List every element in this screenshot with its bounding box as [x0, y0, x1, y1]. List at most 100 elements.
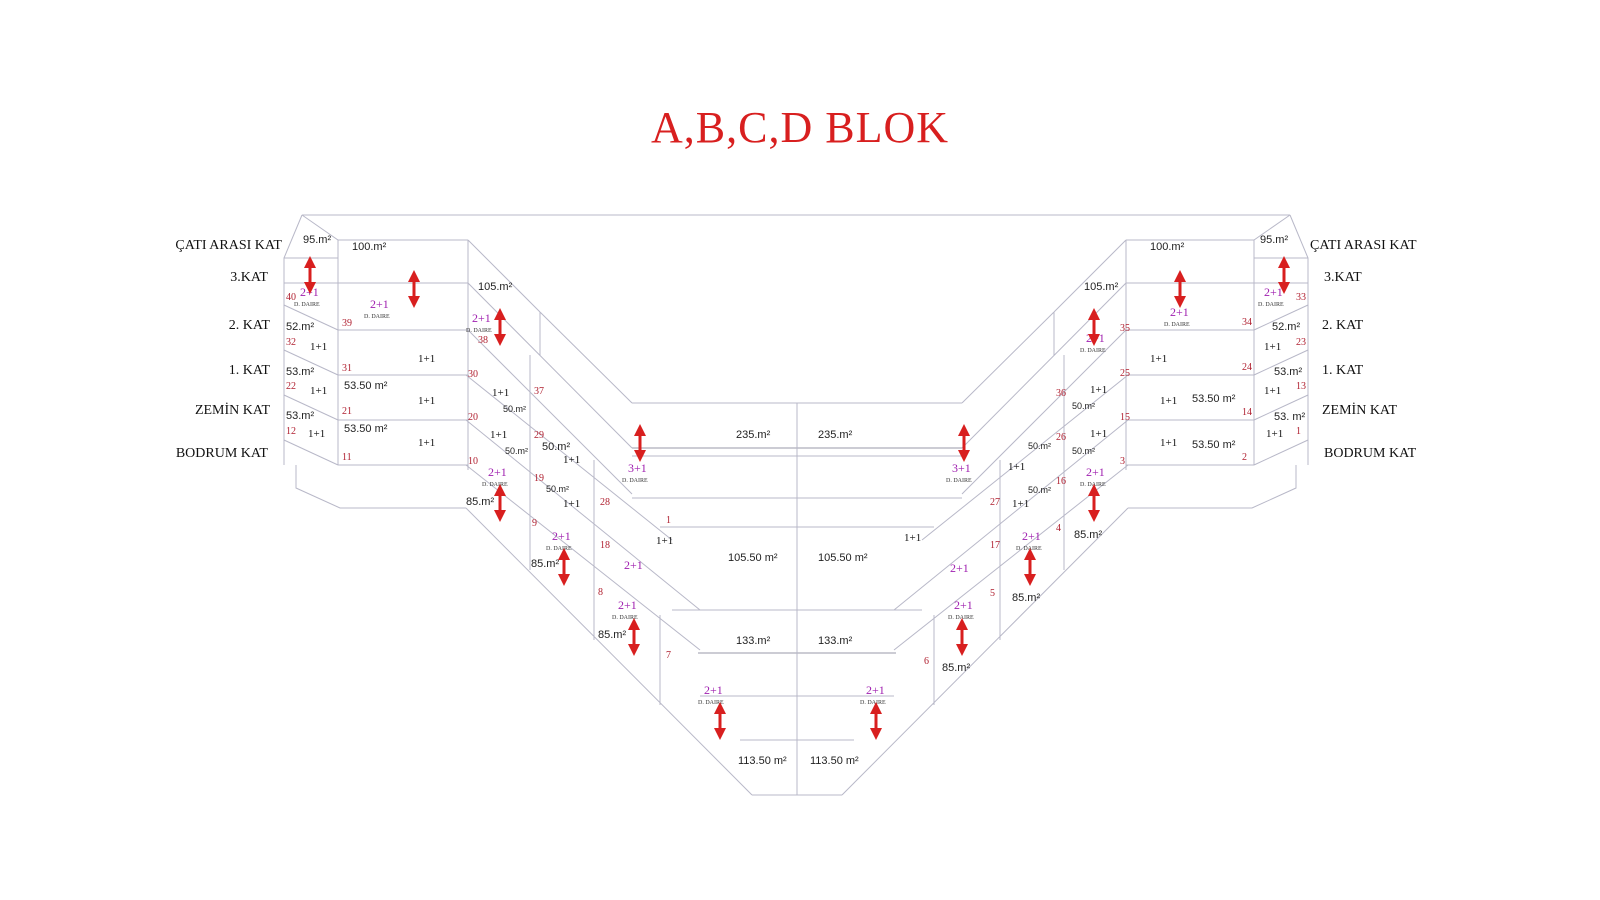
- duplex-unit: 2+1D. DAIRE: [1080, 465, 1106, 488]
- area-label: 133.m²: [818, 635, 853, 647]
- diagram-label: D. DAIRE: [698, 700, 724, 706]
- unit-type: 1+1: [308, 428, 325, 440]
- unit-number: 17: [990, 540, 1000, 551]
- duplex-unit: 2+1: [950, 561, 969, 575]
- diagram-label: 2+1: [950, 561, 969, 575]
- diagram-label: 2+1: [370, 297, 389, 311]
- unit-type: 1+1: [490, 429, 507, 441]
- unit-number: 19: [534, 473, 544, 484]
- unit-number: 16: [1056, 476, 1066, 487]
- unit-type: 1+1: [418, 437, 435, 449]
- unit-type: 1+1: [1160, 395, 1177, 407]
- diagram-label: D. DAIRE: [1016, 546, 1042, 552]
- unit-number: 27: [990, 497, 1000, 508]
- unit-type: 1+1: [1264, 385, 1281, 397]
- unit-number: 7: [666, 650, 671, 661]
- unit-type: 1+1: [1160, 437, 1177, 449]
- area-label: 50.m²: [1028, 485, 1051, 495]
- duplex-unit: 2+1 D. DAIRE: [860, 683, 886, 706]
- diagram-label: D. DAIRE: [946, 478, 972, 484]
- duplex-unit: 2+1 D. DAIRE: [1016, 529, 1042, 552]
- duplex-unit: 3+1D. DAIRE: [946, 461, 972, 484]
- floor-label: 3.KAT: [1324, 270, 1362, 285]
- unit-type: 1+1: [1012, 498, 1029, 510]
- area-label: 50.m²: [503, 404, 526, 414]
- duplex-unit: 2+1: [624, 558, 643, 572]
- building-outline: [283, 214, 1309, 796]
- unit-number: 29: [534, 430, 544, 441]
- area-label: 105.50 m²: [818, 552, 868, 564]
- duplex-unit: 2+1D. DAIRE: [364, 297, 390, 320]
- floor-label: BODRUM KAT: [176, 446, 269, 461]
- area-labels: 95.m² 100.m² 105.m² 52.m² 53.m² 53.50 m²…: [286, 234, 1306, 767]
- area-label: 50.m²: [1072, 446, 1095, 456]
- unit-number: 1: [666, 515, 671, 526]
- unit-type: 1+1: [1090, 384, 1107, 396]
- unit-number: 11: [342, 452, 352, 463]
- unit-number: 20: [468, 412, 478, 423]
- unit-number: 10: [468, 456, 478, 467]
- area-label: 113.50 m²: [738, 755, 787, 767]
- unit-number: 25: [1120, 368, 1130, 379]
- floor-label: ZEMİN KAT: [195, 402, 270, 418]
- area-label: 53.m²: [286, 366, 314, 378]
- diagram-label: 2+1: [866, 683, 885, 697]
- unit-number: 6: [924, 656, 929, 667]
- floor-label: 1. KAT: [229, 363, 271, 378]
- area-label: 53.50 m²: [344, 380, 388, 392]
- floor-label: 2. KAT: [1322, 318, 1364, 333]
- area-label: 53.m²: [286, 410, 314, 422]
- duplex-units: 2+1D. DAIRE 2+1D. DAIRE 2+1D. DAIRE 2+1D…: [294, 285, 1284, 706]
- unit-type: 1+1: [656, 535, 673, 547]
- unit-number: 3: [1120, 456, 1125, 467]
- unit-number: 32: [286, 337, 296, 348]
- unit-type: 1+1: [563, 454, 580, 466]
- area-label: 52.m²: [286, 321, 314, 333]
- area-label: 85.m²: [1074, 529, 1102, 541]
- unit-numbers: 40 39 38 32 31 30 37 22 21 20 29 12 11 1…: [286, 292, 1306, 667]
- area-label: 53.50 m²: [1192, 393, 1236, 405]
- duplex-unit: 2+1D. DAIRE: [1258, 285, 1284, 308]
- diagram-label: 2+1: [704, 683, 723, 697]
- unit-type: 1+1: [418, 395, 435, 407]
- duplex-unit: 3+1D. DAIRE: [622, 461, 648, 484]
- unit-number: 26: [1056, 432, 1066, 443]
- unit-number: 33: [1296, 292, 1306, 303]
- diagram-label: D. DAIRE: [1164, 322, 1190, 328]
- unit-number: 14: [1242, 407, 1252, 418]
- diagram-label: D. DAIRE: [1080, 482, 1106, 488]
- unit-number: 30: [468, 369, 478, 380]
- unit-number: 28: [600, 497, 610, 508]
- area-label: 95.m²: [303, 234, 331, 246]
- area-label: 105.m²: [478, 281, 513, 293]
- unit-type: 1+1: [904, 532, 921, 544]
- unit-type: 1+1: [1266, 428, 1283, 440]
- unit-number: 18: [600, 540, 610, 551]
- duplex-unit: 2+1 D. DAIRE: [698, 683, 724, 706]
- duplex-unit: 2+1D. DAIRE: [612, 598, 638, 621]
- area-label: 53.m²: [1274, 366, 1302, 378]
- duplex-unit: 2+1D. DAIRE: [546, 529, 572, 552]
- unit-number: 23: [1296, 337, 1306, 348]
- area-label: 50.m²: [1028, 441, 1051, 451]
- unit-type: 1+1: [310, 385, 327, 397]
- area-label: 235.m²: [818, 429, 853, 441]
- unit-type: 1+1: [1150, 353, 1167, 365]
- duplex-arrows: [304, 256, 1290, 740]
- area-label: 235.m²: [736, 429, 771, 441]
- unit-number: 1: [1296, 426, 1301, 437]
- unit-number: 39: [342, 318, 352, 329]
- unit-number: 2: [1242, 452, 1247, 463]
- unit-number: 21: [342, 406, 352, 417]
- floor-labels-right: ÇATI ARASI KAT 3.KAT 2. KAT 1. KAT ZEMİN…: [1310, 238, 1417, 461]
- unit-number: 34: [1242, 317, 1252, 328]
- diagram-label: D. DAIRE: [860, 700, 886, 706]
- diagram-label: 2+1: [1022, 529, 1041, 543]
- area-label: 50.m²: [505, 446, 528, 456]
- page-title: A,B,C,D BLOK: [650, 103, 950, 152]
- unit-number: 36: [1056, 388, 1066, 399]
- area-label: 85.m²: [598, 629, 626, 641]
- diagram-label: D. DAIRE: [466, 328, 492, 334]
- diagram-label: 2+1: [618, 598, 637, 612]
- duplex-unit: 2+1D. DAIRE: [466, 311, 492, 334]
